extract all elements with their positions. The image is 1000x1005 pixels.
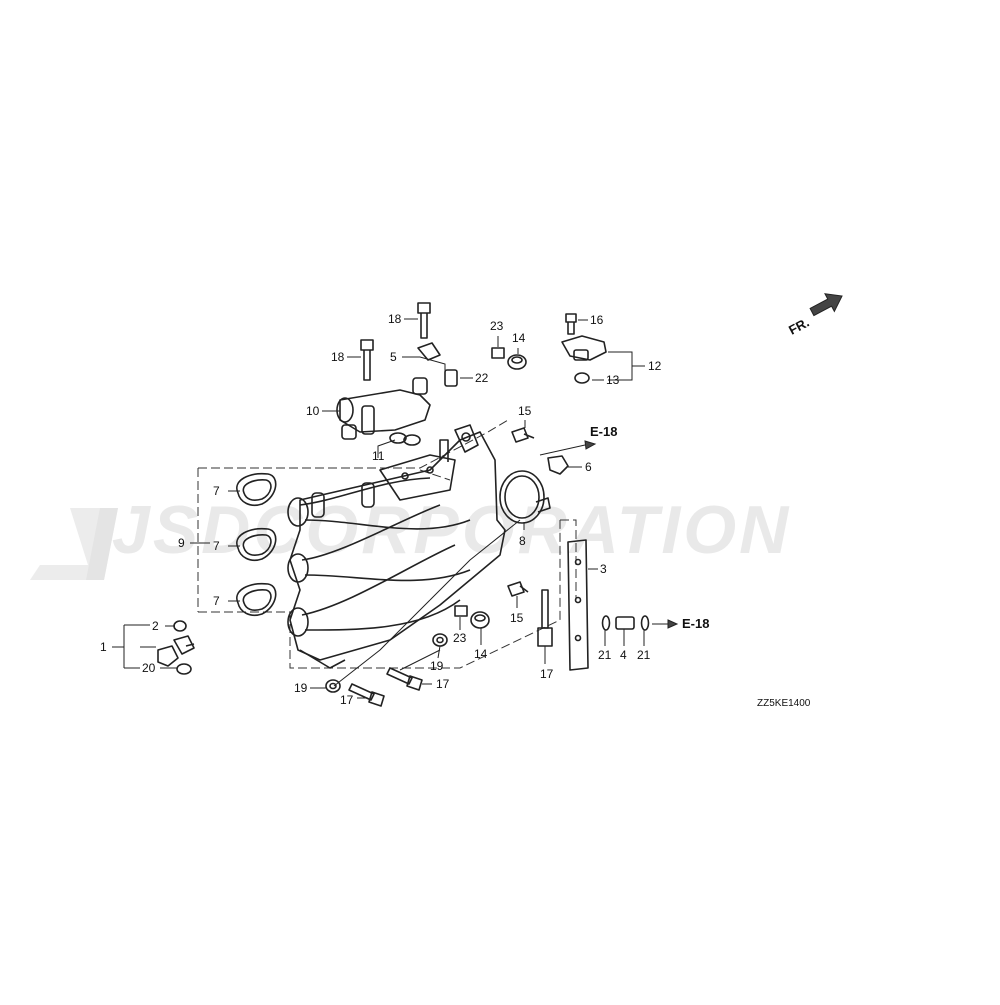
washer-20	[176, 663, 192, 675]
leader-lines	[112, 318, 645, 699]
map-sensor	[561, 335, 607, 361]
watermark-text: JSDCORPORATION	[112, 492, 791, 568]
sensor-1	[157, 635, 195, 667]
callout-3: 3	[600, 562, 607, 576]
intake-manifold	[287, 424, 506, 669]
ref-e18-upper[interactable]: E-18	[590, 424, 617, 439]
bolt-15-lower	[507, 581, 529, 597]
callout-7-middle: 7	[213, 539, 220, 553]
callout-9: 9	[178, 536, 185, 550]
fitting-4	[615, 616, 635, 630]
bolt-18-upper	[417, 302, 431, 339]
o-ring-set	[389, 432, 421, 446]
callout-16: 16	[590, 313, 604, 327]
callout-21-right: 21	[637, 648, 651, 662]
callout-13: 13	[606, 373, 620, 387]
connector-22	[444, 369, 458, 387]
callout-10: 10	[306, 404, 320, 418]
callout-17-left: 17	[340, 693, 354, 707]
callout-1: 1	[100, 640, 107, 654]
callout-8: 8	[519, 534, 526, 548]
callout-14-upper: 14	[512, 331, 526, 345]
callout-19-left: 19	[294, 681, 308, 695]
front-arrow-icon	[809, 293, 843, 317]
ref-arrow-upper	[539, 440, 597, 456]
cap-23-lower	[454, 605, 468, 617]
intake-gasket-middle	[236, 527, 277, 562]
bolt-18-lower	[360, 339, 374, 381]
callout-4: 4	[620, 648, 627, 662]
callout-2: 2	[152, 619, 159, 633]
stay-3	[567, 539, 589, 671]
callout-23-upper: 23	[490, 319, 504, 333]
iac-valve	[336, 377, 431, 440]
callout-11: 11	[372, 449, 385, 463]
bolt-17-right	[386, 667, 423, 691]
washer-21-right	[640, 615, 650, 631]
callout-12: 12	[648, 359, 662, 373]
bolt-15-upper	[511, 427, 535, 443]
callout-5: 5	[390, 350, 397, 364]
callout-18-lower: 18	[331, 350, 345, 364]
callout-17-right: 17	[436, 677, 450, 691]
seal-2	[173, 620, 187, 632]
bolt-17-left	[348, 683, 385, 707]
callout-19-right: 19	[430, 659, 444, 673]
callout-17-vertical: 17	[540, 667, 554, 681]
washer-21-left	[601, 615, 611, 631]
ref-e18-lower[interactable]: E-18	[682, 616, 709, 631]
front-label: FR.	[786, 315, 812, 338]
callouts: 1 2 20 7 9 7 7 18 5 10 11 18 22 23 14 16…	[100, 312, 662, 707]
callout-7-top: 7	[213, 484, 220, 498]
nut-19-left	[325, 679, 341, 693]
grommet-14-upper	[507, 354, 527, 370]
callout-23-lower: 23	[453, 631, 467, 645]
callout-15-upper: 15	[518, 404, 532, 418]
callout-21-left: 21	[598, 648, 612, 662]
bracket-5	[417, 342, 441, 361]
diagram-code: ZZ5KE1400	[757, 698, 811, 709]
callout-6: 6	[585, 460, 592, 474]
cap-23-upper	[491, 347, 505, 359]
ref-arrow-lower	[652, 619, 679, 629]
callout-14-lower: 14	[474, 647, 488, 661]
nut-19-right	[432, 633, 448, 647]
bolt-17-vertical	[537, 589, 553, 647]
assembly-outline	[197, 419, 577, 669]
sensor-6	[547, 455, 569, 475]
o-ring-13	[574, 372, 590, 384]
callout-20: 20	[142, 661, 156, 675]
callout-7-bottom: 7	[213, 594, 220, 608]
grommet-14-lower	[470, 611, 490, 629]
intake-gasket-bottom	[236, 582, 277, 617]
callout-15-lower: 15	[510, 611, 524, 625]
callout-22: 22	[475, 371, 489, 385]
watermark-logo	[30, 508, 118, 580]
callout-18-upper: 18	[388, 312, 402, 326]
throttle-gasket	[499, 470, 551, 524]
intake-gasket-top	[236, 472, 277, 507]
bolt-16	[565, 313, 577, 335]
